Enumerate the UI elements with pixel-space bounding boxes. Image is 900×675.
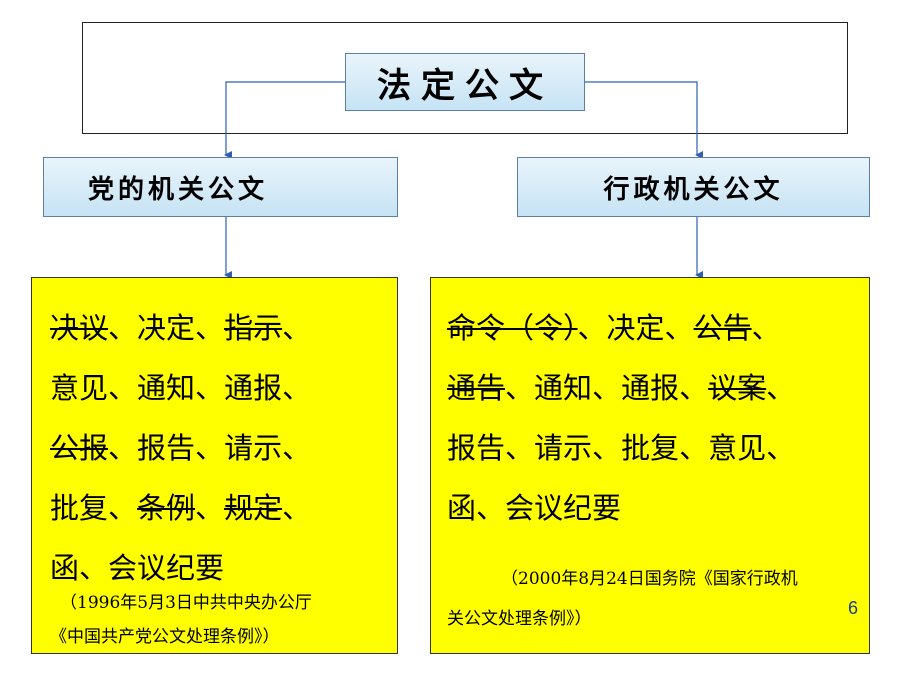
document-type: 请示 — [534, 431, 593, 465]
source-note-line-1: （2000年8月24日国务院《国家行政机 — [501, 569, 798, 589]
separator: 、 — [282, 371, 312, 405]
root-node-label: 法定公文 — [377, 65, 553, 106]
source-note-line-2: 《中国共产党公文处理条例》） — [50, 627, 280, 647]
document-line: 公报、报告、请示、 — [50, 418, 311, 478]
document-line: 决议、决定、指示、 — [50, 298, 311, 358]
document-line: 意见、通知、通报、 — [50, 358, 311, 418]
separator: 、 — [282, 311, 312, 345]
document-type: 批复 — [50, 491, 109, 525]
party-document-list: 决议、决定、指示、意见、通知、通报、公报、报告、请示、批复、条例、规定、函、会议… — [31, 277, 398, 654]
separator: 、 — [108, 311, 138, 345]
branch-node-label: 党的机关公文 — [88, 174, 269, 205]
separator: 、 — [505, 431, 535, 465]
document-type-list: 命令（令）、决定、公告、通告、通知、通报、议案、报告、请示、批复、意见、函、会议… — [447, 298, 795, 538]
document-type: 指示 — [224, 311, 283, 345]
document-type: 会议纪要 — [505, 491, 622, 525]
document-type: 请示 — [224, 431, 283, 465]
branch-node-label: 行政机关公文 — [603, 174, 784, 205]
document-type: 通报 — [621, 371, 680, 405]
document-type: 批复 — [621, 431, 680, 465]
document-type: 通知 — [534, 371, 593, 405]
document-type: 通知 — [137, 371, 196, 405]
separator: 、 — [592, 431, 622, 465]
document-type-list: 决议、决定、指示、意见、通知、通报、公报、报告、请示、批复、条例、规定、函、会议… — [50, 298, 311, 598]
document-type: 报告 — [447, 431, 506, 465]
document-type: 函 — [50, 551, 80, 585]
separator: 、 — [195, 431, 225, 465]
document-line: 报告、请示、批复、意见、 — [447, 418, 795, 478]
separator: 、 — [476, 491, 506, 525]
separator: 、 — [195, 491, 225, 525]
separator: 、 — [505, 371, 535, 405]
administrative-document-list: 命令（令）、决定、公告、通告、通知、通报、议案、报告、请示、批复、意见、函、会议… — [430, 277, 870, 654]
document-type: 议案 — [708, 371, 767, 405]
document-type: 决议 — [50, 311, 109, 345]
separator: 、 — [751, 311, 781, 345]
separator: 、 — [577, 311, 607, 345]
document-type: 报告 — [137, 431, 196, 465]
source-note-line-1: （1996年5月3日中共中央办公厅 — [60, 593, 312, 613]
separator: 、 — [282, 431, 312, 465]
document-line: 批复、条例、规定、 — [50, 478, 311, 538]
document-type: 函 — [447, 491, 477, 525]
separator: 、 — [679, 431, 709, 465]
document-line: 命令（令）、决定、公告、 — [447, 298, 795, 358]
source-note-line-2: 关公文处理条例》） — [447, 609, 592, 629]
separator: 、 — [108, 491, 138, 525]
page-number: 6 — [848, 598, 859, 618]
document-type: 意见 — [50, 371, 109, 405]
document-type: 决定 — [137, 311, 196, 345]
separator: 、 — [108, 371, 138, 405]
branch-node-administrative-documents: 行政机关公文 — [517, 157, 870, 217]
document-type: 意见 — [708, 431, 767, 465]
arrow-root-to-admin — [585, 81, 703, 159]
document-type: 规定 — [224, 491, 283, 525]
document-type: 命令（令） — [447, 311, 578, 345]
separator: 、 — [766, 431, 796, 465]
document-type: 通报 — [224, 371, 283, 405]
separator: 、 — [282, 491, 312, 525]
document-line: 通告、通知、通报、议案、 — [447, 358, 795, 418]
document-type: 公告 — [693, 311, 752, 345]
document-line: 函、会议纪要 — [50, 538, 311, 598]
root-frame — [82, 22, 848, 134]
separator: 、 — [79, 551, 109, 585]
root-node-statutory-documents: 法定公文 — [345, 53, 585, 111]
separator: 、 — [766, 371, 796, 405]
separator: 、 — [195, 371, 225, 405]
separator: 、 — [108, 431, 138, 465]
separator: 、 — [664, 311, 694, 345]
separator: 、 — [679, 371, 709, 405]
document-type: 会议纪要 — [108, 551, 225, 585]
separator: 、 — [592, 371, 622, 405]
document-type: 条例 — [137, 491, 196, 525]
document-type: 公报 — [50, 431, 109, 465]
document-type: 决定 — [606, 311, 665, 345]
document-type: 通告 — [447, 371, 506, 405]
branch-node-party-documents: 党的机关公文 — [43, 157, 398, 217]
document-line: 函、会议纪要 — [447, 478, 795, 538]
separator: 、 — [195, 311, 225, 345]
arrow-root-to-party — [224, 81, 345, 159]
